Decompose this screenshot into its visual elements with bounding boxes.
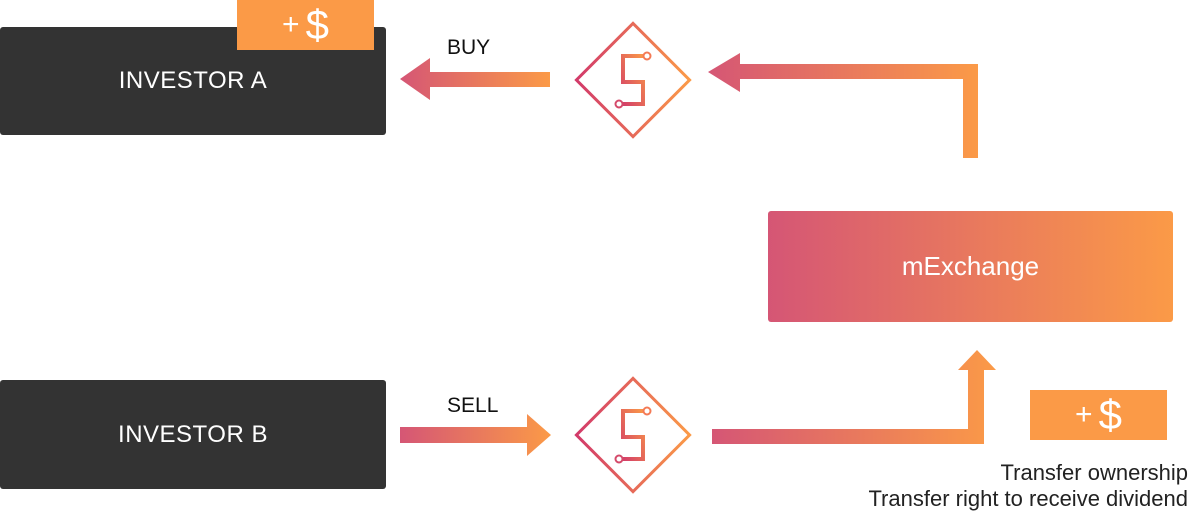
investor-b-box: INVESTOR B [0, 380, 386, 489]
money-plus-badge-a: + $ [237, 0, 374, 50]
buy-label: BUY [447, 36, 491, 59]
plus-sign: + [1075, 398, 1093, 431]
money-plus-badge-b: + $ [1030, 390, 1167, 440]
dollar-icon: $ [1098, 391, 1122, 438]
caption-transfer-ownership: Transfer ownership [1000, 460, 1188, 485]
send-arrow-bottom [712, 350, 996, 444]
dollar-icon: $ [305, 1, 329, 48]
token-diamond-icon [574, 21, 692, 139]
sell-label: SELL [447, 394, 499, 417]
investor-b-label: INVESTOR B [118, 420, 268, 448]
investor-a-label: INVESTOR A [118, 67, 268, 94]
plus-sign: + [282, 8, 300, 41]
token-diamond-icon [574, 376, 692, 494]
mexchange-box: mExchange [768, 211, 1173, 322]
mexchange-label: mExchange [901, 251, 1040, 281]
buy-arrow [400, 58, 550, 100]
sell-arrow [400, 414, 551, 456]
return-arrow-top [708, 53, 978, 158]
caption-transfer-dividend: Transfer right to receive dividend [868, 486, 1188, 511]
